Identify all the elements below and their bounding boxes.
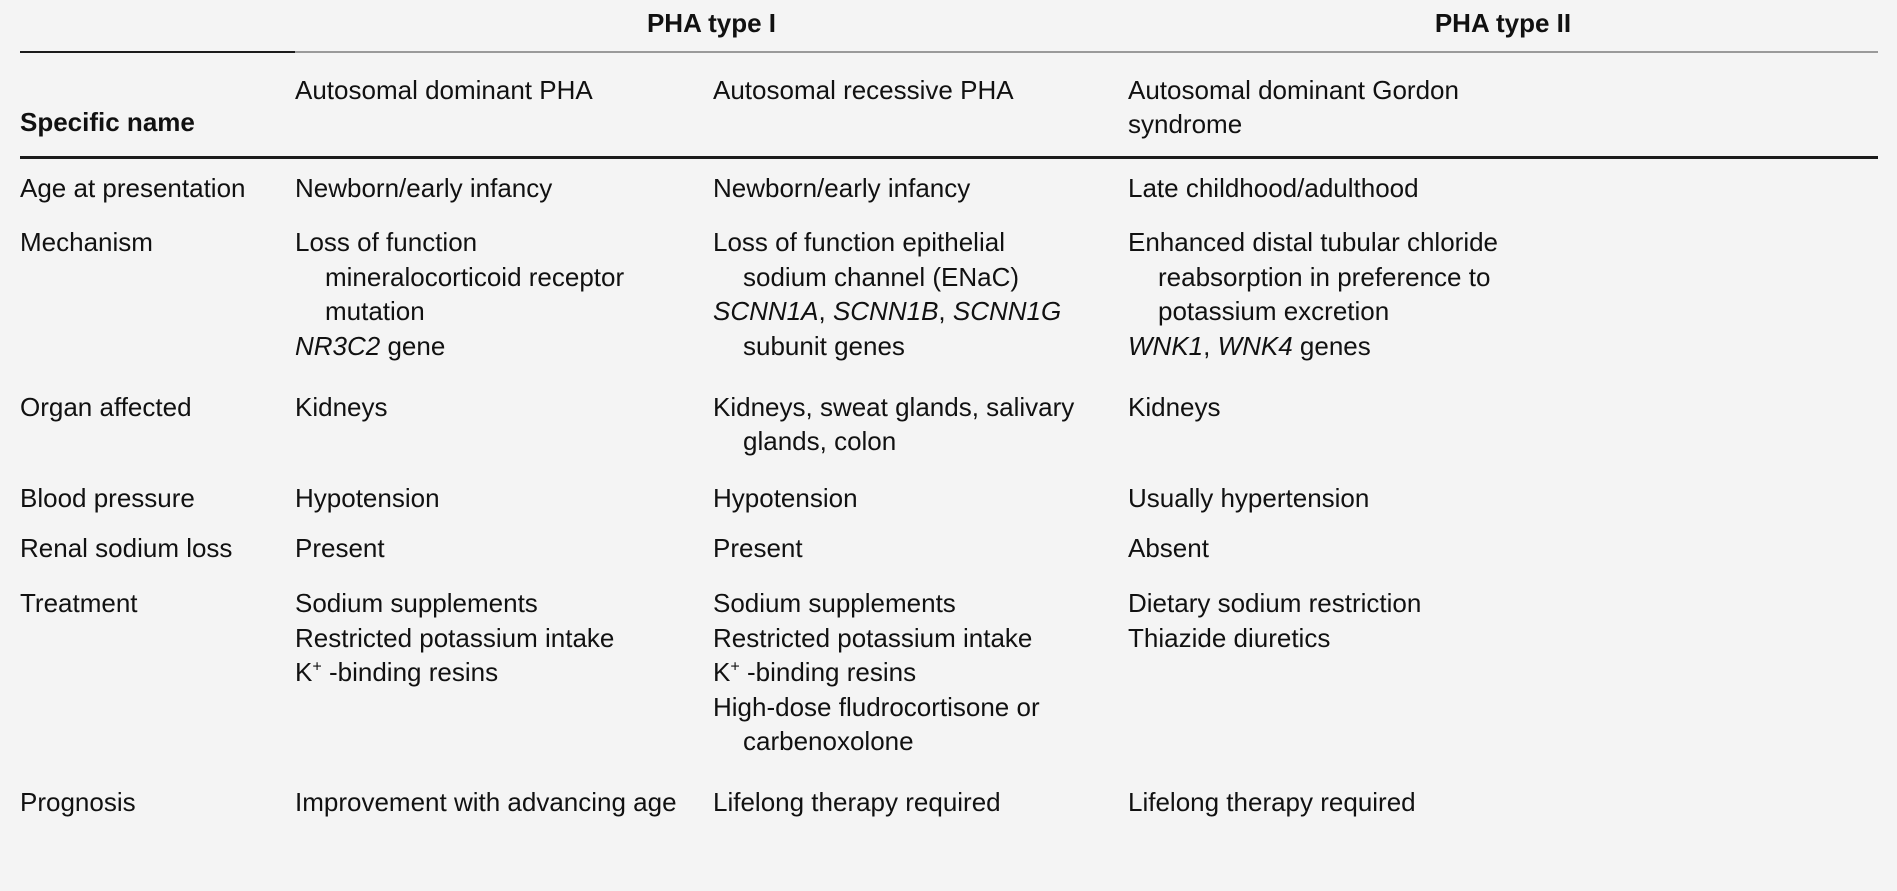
table-row: Mechanism Loss of function mineralocorti…: [20, 213, 1878, 377]
potassium-charge-superscript: +: [730, 657, 740, 676]
treatment-ar-line3: K+ -binding resins: [713, 655, 1128, 690]
rule-segment-dark: [20, 50, 295, 59]
cell-organ-gordon: Kidneys: [1128, 391, 1221, 422]
column-header-row: Specific name Autosomal dominant PHA Aut…: [20, 59, 1878, 158]
treatment-ad-line3-tail: -binding resins: [321, 657, 499, 688]
cell-mechanism-gordon: Enhanced distal tubular chloride reabsor…: [1128, 213, 1878, 377]
pha-comparison-table: PHA type I PHA type II Specific name Aut…: [20, 0, 1878, 833]
treatment-ad-line3: K+ -binding resins: [295, 655, 713, 690]
table-row: Treatment Sodium supplements Restricted …: [20, 574, 1878, 773]
column-header-gordon-line1: Autosomal dominant Gordon: [1128, 74, 1459, 105]
cell-age-gordon: Late childhood/adulthood: [1128, 172, 1419, 203]
treatment-gordon-line2: Thiazide diuretics: [1128, 622, 1331, 653]
cell-organ-ar: Kidneys, sweat glands, salivary glands, …: [713, 378, 1128, 473]
cell-organ-ad: Kidneys: [295, 391, 388, 422]
gene-sep-1: ,: [818, 296, 833, 327]
mechanism-gordon-line3: potassium excretion: [1158, 296, 1390, 327]
organ-ar-line1: Kidneys, sweat glands, salivary: [713, 391, 1075, 422]
mechanism-gordon-line2: reabsorption in preference to: [1158, 261, 1491, 292]
row-label-mechanism: Mechanism: [20, 227, 153, 258]
column-header-gordon: Autosomal dominant Gordon syndrome: [1128, 59, 1878, 158]
potassium-charge-superscript: +: [312, 657, 322, 676]
cell-prognosis-gordon: Lifelong therapy required: [1128, 786, 1416, 817]
cell-mechanism-ar: Loss of function epithelial sodium chann…: [713, 213, 1128, 377]
group-header-row: PHA type I PHA type II: [20, 0, 1878, 52]
mechanism-ad-line2: mineralocorticoid receptor: [325, 261, 625, 292]
treatment-ar-line1: Sodium supplements: [713, 587, 956, 618]
row-label-age-at-presentation: Age at presentation: [20, 172, 246, 203]
cell-treatment-ad: Sodium supplements Restricted potassium …: [295, 574, 713, 773]
mechanism-ar-line1: Loss of function epithelial: [713, 227, 1005, 258]
mechanism-ar-line4: subunit genes: [743, 331, 905, 362]
mechanism-ar-gene-line: SCNN1A, SCNN1B, SCNN1G: [713, 294, 1128, 329]
group-header-blank: [20, 0, 295, 52]
column-header-ad-pha: Autosomal dominant PHA: [295, 74, 593, 105]
cell-bp-ar: Hypotension: [713, 482, 858, 513]
mechanism-gordon-gene-line: WNK1, WNK4 genes: [1128, 329, 1878, 364]
treatment-ar-line3-tail: -binding resins: [739, 657, 917, 688]
cell-renal-ad: Present: [295, 533, 385, 564]
table-body: Age at presentation Newborn/early infanc…: [20, 163, 1878, 834]
gene-name-scnn1b: SCNN1B: [832, 296, 939, 327]
mechanism-ad-gene-tail: gene: [380, 331, 446, 362]
treatment-ar-line4: High-dose fludrocortisone or: [713, 691, 1040, 722]
cell-renal-ar: Present: [713, 533, 803, 564]
cell-prognosis-ad: Improvement with advancing age: [295, 786, 677, 817]
rule-segment-light-type2: [1128, 50, 1878, 59]
treatment-ad-line2: Restricted potassium intake: [295, 622, 615, 653]
treatment-ad-line1: Sodium supplements: [295, 587, 538, 618]
cell-age-ar: Newborn/early infancy: [713, 172, 971, 203]
gene-sep-wnk: ,: [1203, 331, 1218, 362]
row-label-prognosis: Prognosis: [20, 786, 136, 817]
treatment-ar-line5: carbenoxolone: [743, 726, 914, 757]
table-row: Blood pressure Hypotension Hypotension U…: [20, 473, 1878, 524]
row-label-treatment: Treatment: [20, 587, 138, 618]
table-row: Age at presentation Newborn/early infanc…: [20, 163, 1878, 214]
group-header-pha-type-1: PHA type I: [646, 8, 777, 38]
mechanism-ad-line1: Loss of function: [295, 227, 478, 258]
gene-name-wnk1: WNK1: [1128, 331, 1204, 362]
rule-segment-light-type1: [295, 50, 1128, 59]
cell-age-ad: Newborn/early infancy: [295, 172, 553, 203]
cell-mechanism-ad: Loss of function mineralocorticoid recep…: [295, 213, 713, 377]
treatment-ar-line2: Restricted potassium intake: [713, 622, 1033, 653]
gene-name-wnk4: WNK4: [1217, 331, 1293, 362]
row-label-organ-affected: Organ affected: [20, 391, 192, 422]
mechanism-ar-line2: sodium channel (ENaC): [743, 261, 1020, 292]
mechanism-gordon-gene-tail: genes: [1292, 331, 1371, 362]
gene-name-scnn1a: SCNN1A: [713, 296, 819, 327]
cell-treatment-gordon: Dietary sodium restriction Thiazide diur…: [1128, 574, 1878, 773]
table-head: PHA type I PHA type II Specific name Aut…: [20, 0, 1878, 163]
organ-ar-line2: glands, colon: [743, 426, 897, 457]
cell-renal-gordon: Absent: [1128, 533, 1209, 564]
column-header-gordon-line2: syndrome: [1128, 109, 1243, 140]
gene-name-scnn1g: SCNN1G: [952, 296, 1062, 327]
gene-name-nr3c2: NR3C2: [295, 331, 381, 362]
rule-full-width: [20, 155, 1878, 163]
mechanism-gordon-line1: Enhanced distal tubular chloride: [1128, 227, 1499, 258]
potassium-symbol: K: [295, 657, 313, 688]
mechanism-ad-line3: mutation: [325, 296, 425, 327]
table-row: Prognosis Improvement with advancing age…: [20, 773, 1878, 834]
cell-bp-gordon: Usually hypertension: [1128, 482, 1370, 513]
row-label-blood-pressure: Blood pressure: [20, 482, 195, 513]
row-label-renal-sodium-loss: Renal sodium loss: [20, 533, 233, 564]
cell-prognosis-ar: Lifelong therapy required: [713, 786, 1001, 817]
group-header-pha-type-2: PHA type II: [1434, 8, 1572, 38]
header-rule-row: [20, 50, 1878, 59]
potassium-symbol: K: [713, 657, 731, 688]
gene-sep-2: ,: [938, 296, 953, 327]
column-header-specific-name: Specific name: [20, 107, 195, 138]
column-header-ar-pha: Autosomal recessive PHA: [713, 74, 1014, 105]
cell-treatment-ar: Sodium supplements Restricted potassium …: [713, 574, 1128, 773]
treatment-gordon-line1: Dietary sodium restriction: [1128, 587, 1422, 618]
mechanism-ad-gene-line: NR3C2 gene: [295, 329, 713, 364]
cell-bp-ad: Hypotension: [295, 482, 440, 513]
header-bottom-rule: [20, 155, 1878, 163]
table-row: Renal sodium loss Present Present Absent: [20, 523, 1878, 574]
table-row: Organ affected Kidneys Kidneys, sweat gl…: [20, 378, 1878, 473]
